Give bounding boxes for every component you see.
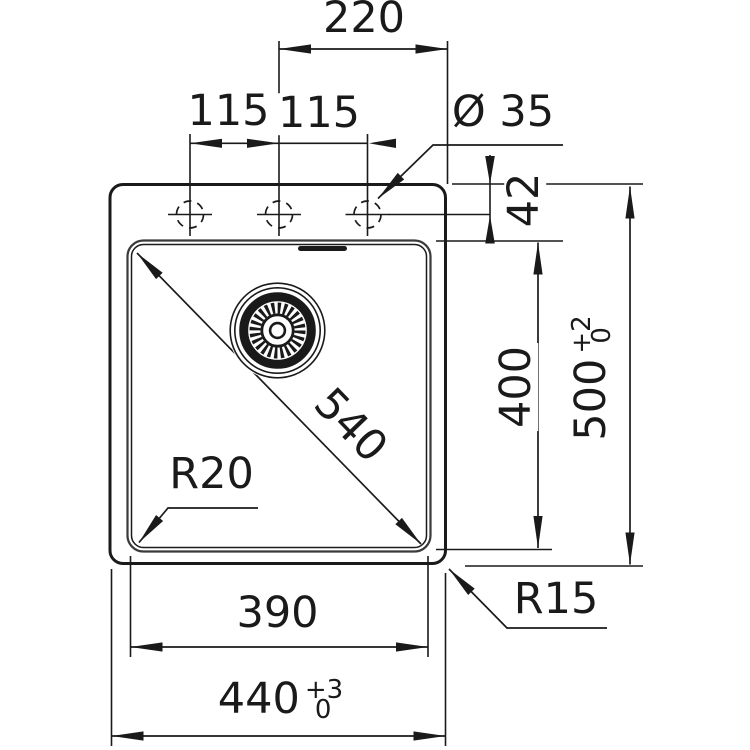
leader-r15 <box>448 568 607 629</box>
dim-label-440: 440 +3 0 <box>214 673 347 725</box>
strainer-ring <box>239 292 316 369</box>
arrow-42-top <box>485 156 495 184</box>
extension-lines <box>110 41 643 746</box>
tolerance-lower: 0 <box>587 327 617 344</box>
tolerance-upper: +3 <box>304 674 344 705</box>
dim-label-hole-diameter: Ø 35 <box>448 91 558 134</box>
arrow-42-bottom <box>485 215 495 244</box>
sink-outline <box>108 183 447 565</box>
dim-label-440-tolerance: +3 0 <box>304 674 344 725</box>
dim-label-440-value: 440 <box>217 673 300 724</box>
bowl-outline <box>126 239 432 553</box>
strainer-knob <box>268 321 287 340</box>
drain-strainer <box>228 281 327 380</box>
arrow-115-outside <box>369 138 396 148</box>
dimension-lines <box>111 44 635 741</box>
dim-label-390: 390 <box>233 591 322 635</box>
dim-label-115-right: 115 <box>274 92 364 135</box>
dim-label-400: 400 <box>491 342 541 432</box>
dim-label-500: 500 +2 0 <box>566 312 617 444</box>
dim-label-500-value: 500 <box>566 358 617 441</box>
dim-line-540-diagonal <box>136 252 422 545</box>
dim-label-115-left: 115 <box>184 90 273 133</box>
radius-label-r15: R15 <box>513 574 599 625</box>
leader-hole-diameter <box>377 144 563 200</box>
strainer-slots <box>249 302 306 359</box>
dim-label-42: 42 <box>499 169 549 231</box>
radius-label-r20: R20 <box>169 449 254 500</box>
dim-label-220: 220 <box>319 0 409 40</box>
outside-arrows <box>369 138 495 244</box>
tolerance-lower: 0 <box>314 694 332 725</box>
overflow-slot <box>298 246 347 251</box>
leader-r20 <box>138 507 258 544</box>
dim-label-500-tolerance: +2 0 <box>567 315 617 353</box>
